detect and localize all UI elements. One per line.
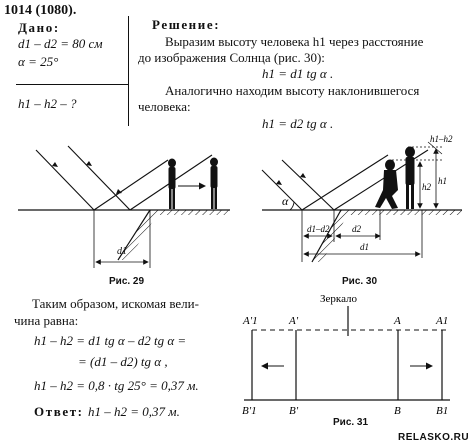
- mirror-title: Зеркало: [320, 293, 358, 305]
- equation-2: = (d1 – d2) tg α ,: [78, 354, 168, 369]
- answer-value: h1 – h2 = 0,37 м.: [88, 404, 180, 419]
- label-d1-fig29: d1: [117, 246, 127, 257]
- conclusion-line-2: чина равна:: [14, 313, 79, 328]
- answer-label: Ответ:: [34, 404, 84, 419]
- equation-1: h1 – h2 = d1 tg α – d2 tg α =: [34, 333, 187, 348]
- given-vertical-divider: [128, 16, 129, 126]
- label-A: A: [393, 315, 401, 327]
- sun-ray-1: [261, 169, 303, 211]
- sun-ray-2: [281, 159, 335, 211]
- caption-fig31: Рис. 31: [333, 417, 369, 428]
- label-B1: B1: [436, 405, 448, 417]
- sun-ray-1: [35, 149, 95, 211]
- label-d2: d2: [352, 224, 362, 234]
- slope-hatch: [118, 210, 160, 260]
- figure-29: [18, 145, 230, 268]
- label-A1: A1: [435, 315, 448, 327]
- given-header: Дано:: [18, 20, 60, 35]
- person-silhouette-2: [210, 157, 218, 209]
- reflected-ray-1: [301, 154, 389, 211]
- solution-header: Решение:: [152, 17, 221, 32]
- label-B-prime: B': [289, 405, 299, 417]
- label-d1: d1: [360, 242, 369, 252]
- label-A-prime: A': [288, 315, 299, 327]
- solution-paragraph-1: Выразим высоту человека h1 через расстоя…: [165, 34, 424, 49]
- label-B: B: [394, 405, 401, 417]
- person-silhouette-1: [168, 158, 176, 209]
- label-A1-prime: A'1: [242, 315, 258, 327]
- given-line-1: d1 – d2 = 80 см: [18, 36, 103, 51]
- crouching-person-silhouette: [375, 159, 398, 209]
- solution-paragraph-4: человека:: [138, 99, 191, 114]
- slope-line: [117, 209, 151, 261]
- formula-1: h1 = d1 tg α .: [262, 66, 334, 81]
- figure-30: α d1–d2 d2 d1 h1 h2 h1–h2: [261, 134, 462, 263]
- given-line-2: α = 25°: [18, 54, 59, 69]
- ground-hatch: [160, 210, 230, 215]
- conclusion-line-1: Таким образом, искомая вели-: [32, 296, 199, 311]
- caption-fig30: Рис. 30: [342, 276, 378, 287]
- watermark: RELASKO.RU: [398, 432, 470, 443]
- problem-number: 1014 (1080).: [4, 3, 77, 18]
- label-alpha: α: [282, 194, 289, 208]
- given-divider: [16, 84, 128, 85]
- ground-hatch: [350, 210, 462, 215]
- label-h1-minus-h2: h1–h2: [430, 134, 453, 144]
- find-line: h1 – h2 – ?: [18, 96, 77, 111]
- standing-person-silhouette: [405, 146, 415, 209]
- figure-31: Зеркало A'1 A' A A1 B'1 B' B B1: [242, 293, 450, 417]
- label-d1-minus-d2: d1–d2: [307, 224, 330, 234]
- formula-2: h1 = d2 tg α .: [262, 116, 334, 131]
- label-h2: h2: [422, 182, 432, 192]
- solution-paragraph-3: Аналогично находим высоту наклонившегося: [165, 83, 420, 98]
- label-B1-prime: B'1: [242, 405, 257, 417]
- sun-ray-2: [67, 145, 131, 211]
- label-h1: h1: [438, 176, 447, 186]
- equation-3: h1 – h2 = 0,8 · tg 25° = 0,37 м.: [34, 378, 199, 393]
- reflected-ray-1: [93, 159, 169, 211]
- solution-paragraph-2: до изображения Солнца (рис. 30):: [138, 50, 325, 65]
- caption-fig29: Рис. 29: [109, 276, 145, 287]
